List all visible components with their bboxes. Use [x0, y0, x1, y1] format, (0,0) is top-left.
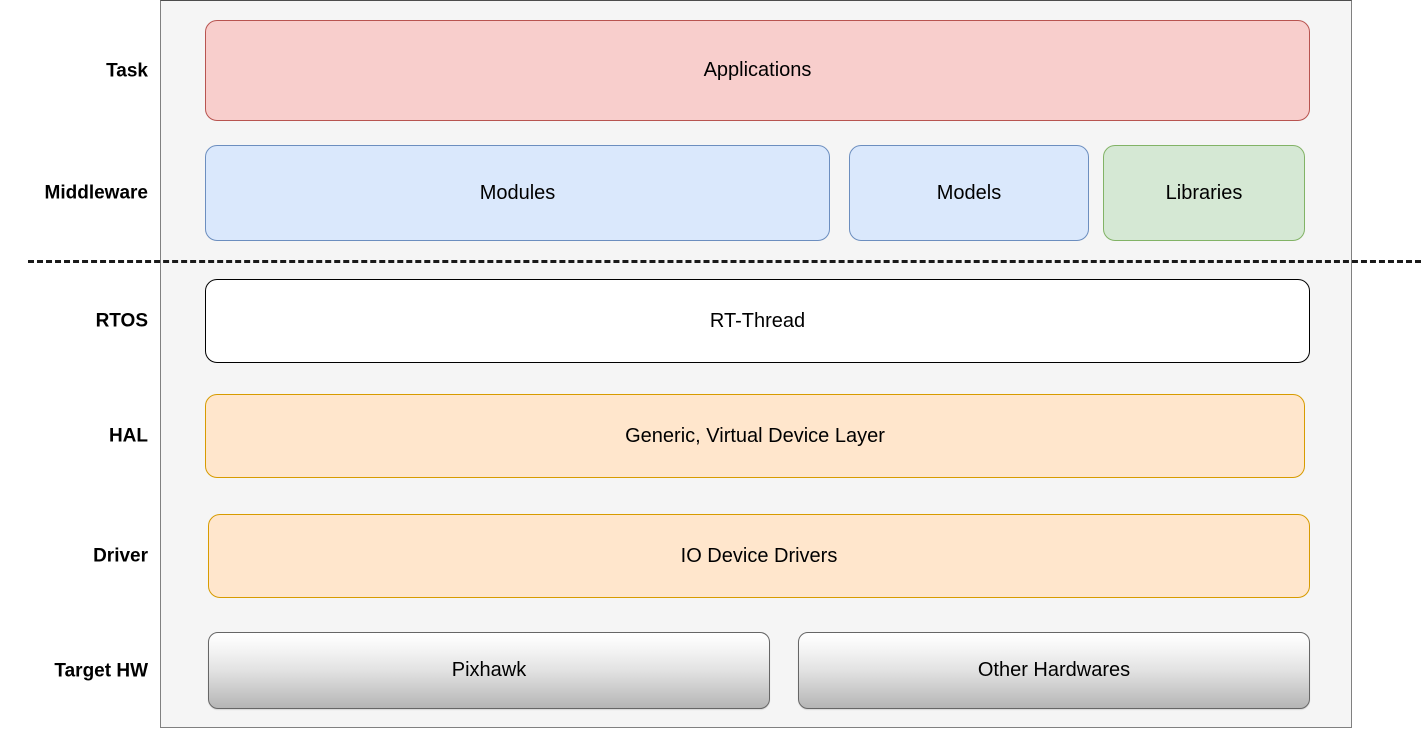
stack-panel	[160, 0, 1352, 728]
box-generic-virtual-device-layer[interactable]: Generic, Virtual Device Layer	[205, 394, 1305, 478]
layer-label-driver: Driver	[93, 545, 148, 567]
layer-label-middleware: Middleware	[44, 182, 148, 204]
box-modules[interactable]: Modules	[205, 145, 830, 241]
box-libraries[interactable]: Libraries	[1103, 145, 1305, 241]
software-hardware-dashed-separator	[28, 260, 1421, 263]
box-io-device-drivers[interactable]: IO Device Drivers	[208, 514, 1310, 598]
layer-label-target-hw: Target HW	[54, 660, 148, 682]
box-other-hardwares[interactable]: Other Hardwares	[798, 632, 1310, 709]
box-applications[interactable]: Applications	[205, 20, 1310, 121]
layer-label-rtos: RTOS	[95, 310, 148, 332]
layer-label-task: Task	[106, 60, 148, 82]
box-models[interactable]: Models	[849, 145, 1089, 241]
layer-label-hal: HAL	[108, 425, 148, 447]
box-rt-thread[interactable]: RT-Thread	[205, 279, 1310, 363]
box-pixhawk[interactable]: Pixhawk	[208, 632, 770, 709]
